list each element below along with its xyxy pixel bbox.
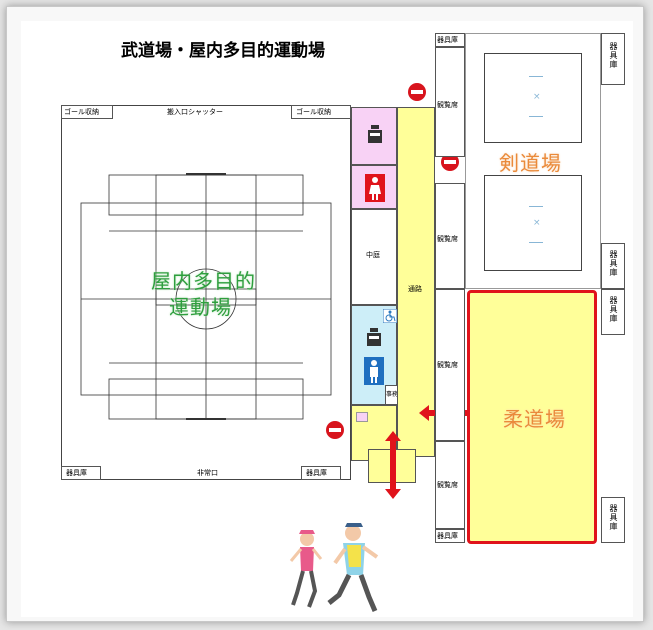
spectator-seats-4: 観覧席 <box>435 441 465 529</box>
page-title: 武道場・屋内多目的運動場 <box>121 41 325 61</box>
kendo-court-1: × <box>484 53 582 143</box>
kendo-court-2: × <box>484 175 582 271</box>
locker-icon <box>368 125 382 143</box>
court-lines <box>80 173 332 420</box>
wheelchair-icon <box>383 309 397 323</box>
kendo-dojo-name: 剣道場 <box>499 151 562 175</box>
man-icon <box>364 357 384 385</box>
judo-dojo-name: 柔道場 <box>503 407 566 431</box>
map-card: 武道場・屋内多目的運動場 ゴール収納 搬入口シャッター ゴール収納 器具庫 非常… <box>6 6 644 622</box>
corridor: 通路 <box>397 107 435 457</box>
no-entry-icon <box>326 421 344 439</box>
shutter-label: 搬入口シャッター <box>167 108 223 116</box>
no-entry-icon <box>408 83 426 101</box>
judo-dojo <box>467 290 597 544</box>
courtyard: 中庭 <box>351 209 397 305</box>
locker-room-women <box>351 107 397 165</box>
main-hall-name-line2: 運動場 <box>169 295 232 319</box>
spectator-seats-2: 観覧席 <box>435 183 465 289</box>
spectator-seats-1: 観覧席 <box>435 47 465 157</box>
goal-storage-right: ゴール収納 <box>291 105 351 119</box>
equipment-storage-top-right: 器具庫 <box>601 33 625 85</box>
equipment-storage-bottom-right: 器具庫 <box>601 497 625 543</box>
woman-icon <box>365 174 385 202</box>
floor-plan: 武道場・屋内多目的運動場 ゴール収納 搬入口シャッター ゴール収納 器具庫 非常… <box>21 21 633 617</box>
womens-restroom <box>351 165 397 209</box>
equipment-storage-left: 器具庫 <box>61 466 101 480</box>
spectator-seats-3: 観覧席 <box>435 289 465 441</box>
equipment-storage-mid-right-2: 器具庫 <box>601 289 625 335</box>
equipment-storage-top: 器具庫 <box>435 33 465 47</box>
runners-illustration <box>289 523 379 612</box>
no-entry-icon <box>441 153 459 171</box>
double-arrow-icon <box>385 431 401 499</box>
equipment-storage-mid-right: 器具庫 <box>601 243 625 289</box>
emergency-exit-label: 非常口 <box>197 469 218 477</box>
equipment-storage-right: 器具庫 <box>301 466 341 480</box>
main-hall-name-line1: 屋内多目的 <box>151 269 256 293</box>
reception-mark <box>356 412 368 422</box>
goal-storage-left: ゴール収納 <box>61 105 113 119</box>
locker-icon <box>367 328 381 346</box>
equipment-storage-bottom: 器具庫 <box>435 529 465 543</box>
